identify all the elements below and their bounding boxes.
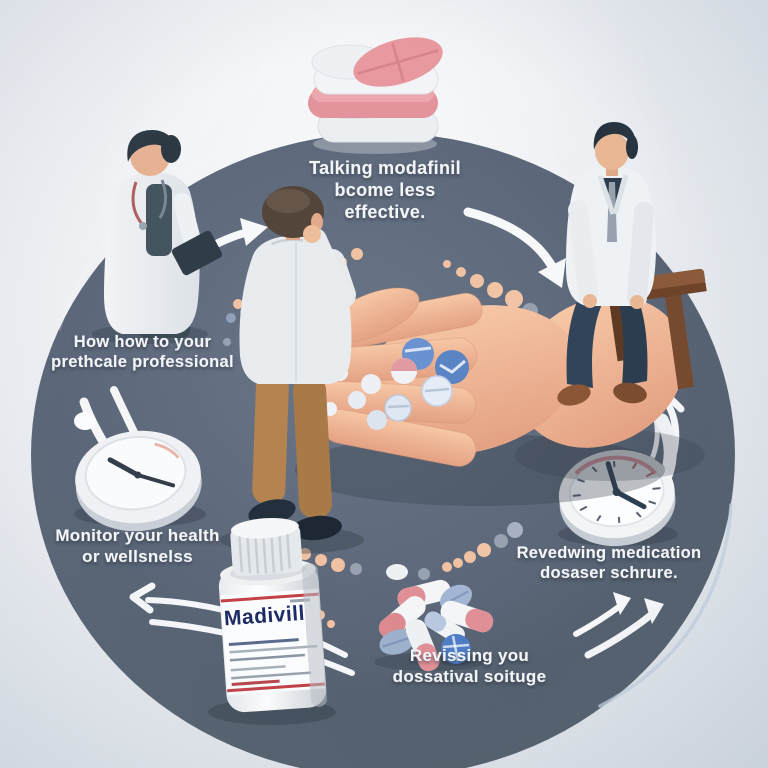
double-arrow-bottom-right — [573, 592, 664, 659]
hour-hand — [614, 489, 647, 510]
caption-monitor-health: Monitor your health or wellsnelss — [30, 526, 245, 567]
seated-man-figure — [557, 122, 707, 406]
analog-clock-left — [74, 386, 206, 532]
caption-line: Revissing you — [409, 646, 530, 665]
pill-stack — [308, 37, 443, 154]
caption-line: Talking modafinil — [309, 158, 461, 178]
doctor-figure — [92, 130, 223, 344]
dotted-arc-bottom — [299, 522, 523, 628]
caption-line: or wellsnelss — [82, 546, 193, 566]
caption-effectiveness: Talking modafinil bcome less effective. — [270, 158, 500, 224]
caption-consult-professional: How how to your prethcale professional — [35, 332, 250, 372]
caption-line: Revedwing medication — [516, 544, 702, 562]
pills-in-palm — [302, 338, 469, 430]
thinking-man-figure — [220, 186, 364, 554]
analog-clock-right — [558, 413, 678, 547]
dress — [146, 184, 172, 256]
caption-line: effective. — [344, 201, 426, 222]
caption-line: dosaser schrure. — [540, 564, 678, 583]
stethoscope-icon — [131, 181, 144, 225]
caption-revise-dosage: Revissing you dossatival soituge — [362, 646, 577, 687]
minute-hand — [135, 473, 176, 488]
caption-line: How how to your — [73, 333, 212, 351]
hair — [127, 130, 177, 162]
clipboard — [171, 230, 223, 276]
caption-review-medication: Revedwing medication dosaser schrure. — [498, 543, 720, 583]
scattered-pills — [374, 579, 494, 672]
minute-hand — [605, 461, 620, 495]
hand-on-chin — [303, 225, 321, 243]
caption-line: prethcale professional — [51, 353, 234, 372]
caption-line: dossatival soituge — [392, 666, 547, 686]
clock-tick-marks — [572, 461, 661, 523]
curved-arrow-to-seated-man — [463, 207, 566, 288]
hair — [593, 122, 637, 152]
open-hand-with-pills — [295, 287, 705, 506]
caption-line: Monitor your health — [55, 526, 220, 545]
clock-stem-knob — [74, 412, 96, 430]
caption-line: bcome less — [334, 179, 436, 200]
hour-hand — [107, 457, 141, 478]
medicine-bottle — [208, 517, 336, 725]
